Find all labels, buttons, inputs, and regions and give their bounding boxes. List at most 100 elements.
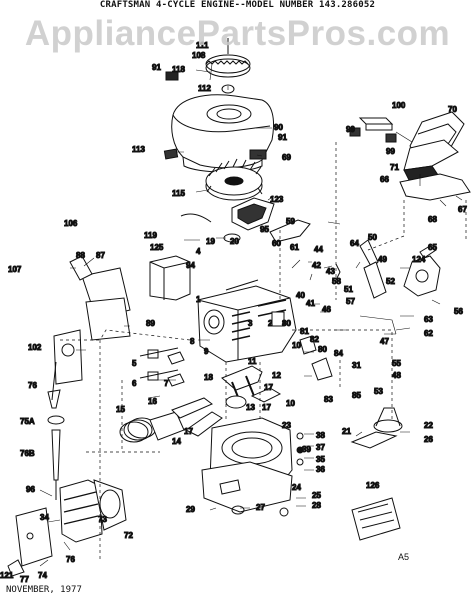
part-label-44: 44 xyxy=(314,245,323,254)
part-label-113: 113 xyxy=(132,145,145,154)
part-label-56: 56 xyxy=(454,307,463,316)
part-label-55: 55 xyxy=(392,359,401,368)
part-label-22: 22 xyxy=(424,421,433,430)
part-label-57: 57 xyxy=(346,297,355,306)
part-label-7: 7 xyxy=(164,379,169,388)
part-label-43: 43 xyxy=(326,267,335,276)
part-label-76: 76 xyxy=(66,555,75,564)
callout-lines xyxy=(39,63,463,567)
part-label-29: 29 xyxy=(186,505,195,514)
part-label-58: 58 xyxy=(332,277,341,286)
part-label-67: 67 xyxy=(458,205,467,214)
part-label-40: 40 xyxy=(296,291,305,300)
page-code: A5 xyxy=(398,552,410,562)
part-label-20: 20 xyxy=(230,237,239,246)
oil-base-drawing xyxy=(201,417,293,517)
part-label-108: 108 xyxy=(192,51,206,60)
part-label-63: 63 xyxy=(424,315,433,324)
part-label-2: 2 xyxy=(268,319,273,328)
governor-linkage-drawing xyxy=(269,219,441,299)
part-label-9: 9 xyxy=(204,347,209,356)
part-label-17: 17 xyxy=(262,403,271,412)
part-label-4: 4 xyxy=(196,247,201,256)
part-label-90: 90 xyxy=(274,123,283,132)
part-label-102: 102 xyxy=(28,343,42,352)
part-label-83: 83 xyxy=(324,395,333,404)
part-label-62: 62 xyxy=(424,329,433,338)
blower-housing-drawing xyxy=(163,94,275,173)
dashed-guide-lines xyxy=(60,142,467,560)
part-label-64: 64 xyxy=(350,239,359,248)
part-label-53: 53 xyxy=(374,387,383,396)
part-label-31: 31 xyxy=(352,361,361,370)
part-label-52: 52 xyxy=(386,277,395,286)
part-label-27: 27 xyxy=(256,503,265,512)
gasket-set-drawing xyxy=(351,497,401,541)
part-number-labels: 111 108 91 118 112 100 70 99 99 90 91 11… xyxy=(0,41,468,585)
part-label-85: 85 xyxy=(352,391,361,400)
part-label-119: 119 xyxy=(144,231,157,240)
part-label-100: 100 xyxy=(392,101,406,110)
part-label-125: 125 xyxy=(150,243,164,252)
part-label-41: 41 xyxy=(306,299,315,308)
part-label-16: 16 xyxy=(148,397,157,406)
starter-pulley-drawing xyxy=(165,38,251,94)
part-label-10: 10 xyxy=(292,341,301,350)
part-label-11: 11 xyxy=(248,357,257,366)
part-label-38: 38 xyxy=(316,431,325,440)
part-label-107: 107 xyxy=(8,265,22,274)
part-label-91: 91 xyxy=(278,133,287,142)
part-label-70: 70 xyxy=(448,105,457,114)
part-label-87: 87 xyxy=(96,251,105,260)
part-label-15: 15 xyxy=(116,405,125,414)
part-label-10: 10 xyxy=(286,399,295,408)
part-label-118: 118 xyxy=(172,65,185,74)
part-label-17: 17 xyxy=(184,427,193,436)
part-label-13: 13 xyxy=(246,403,255,412)
part-label-111: 111 xyxy=(196,41,209,50)
part-label-77: 77 xyxy=(20,575,29,584)
part-label-88: 88 xyxy=(76,251,85,260)
part-label-39: 39 xyxy=(302,445,311,454)
carburetor-drawing xyxy=(53,255,191,385)
part-label-115: 115 xyxy=(172,189,185,198)
part-label-25: 25 xyxy=(312,491,321,500)
diagram-title: CRAFTSMAN 4-CYCLE ENGINE--MODEL NUMBER 1… xyxy=(99,0,376,10)
part-label-71: 71 xyxy=(390,163,399,172)
part-label-99: 99 xyxy=(386,147,395,156)
part-label-80: 80 xyxy=(318,345,327,354)
part-label-19: 19 xyxy=(206,237,215,246)
part-label-23: 23 xyxy=(282,421,291,430)
part-label-12: 12 xyxy=(272,371,281,380)
part-label-5: 5 xyxy=(132,359,137,368)
part-label-74: 74 xyxy=(38,571,47,580)
part-label-48: 48 xyxy=(392,371,401,380)
part-label-18: 18 xyxy=(204,373,213,382)
part-label-84: 84 xyxy=(334,349,343,358)
part-label-60: 60 xyxy=(272,239,281,248)
part-label-36: 36 xyxy=(316,465,325,474)
part-label-17: 17 xyxy=(264,383,273,392)
part-label-99: 99 xyxy=(346,125,355,134)
part-label-82: 82 xyxy=(310,335,319,344)
muffler-drawing xyxy=(7,479,127,577)
part-label-59: 59 xyxy=(286,217,295,226)
part-label-35: 35 xyxy=(316,455,325,464)
part-label-72: 72 xyxy=(124,531,133,540)
part-label-61: 61 xyxy=(290,243,299,252)
part-label-68: 68 xyxy=(428,215,437,224)
part-label-34: 34 xyxy=(40,513,49,522)
part-label-6: 6 xyxy=(132,379,137,388)
part-label-81: 81 xyxy=(300,327,309,336)
part-label-3: 3 xyxy=(248,319,253,328)
part-label-112: 112 xyxy=(198,84,211,93)
part-label-89: 89 xyxy=(146,319,155,328)
part-label-75a: 75A xyxy=(20,417,35,426)
watermark-text: AppliancePartsPros.com xyxy=(24,14,451,53)
part-label-46: 46 xyxy=(322,305,331,314)
part-label-14: 14 xyxy=(172,437,181,446)
engine-block-drawing xyxy=(197,279,297,363)
part-label-124: 124 xyxy=(412,255,426,264)
